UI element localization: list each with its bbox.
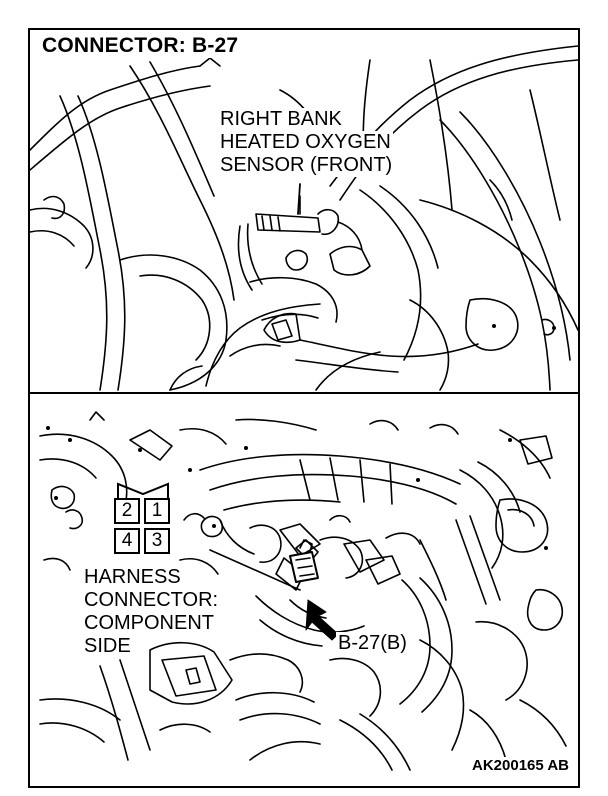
sensor-label-line-3: SENSOR (FRONT)	[218, 154, 395, 177]
connector-title: CONNECTOR: B-27	[38, 34, 243, 58]
harness-leader-line	[209, 549, 301, 591]
harness-label-line-4: SIDE	[82, 635, 133, 658]
callout-arrow	[305, 599, 339, 641]
sensor-label-line-1: RIGHT BANK	[218, 108, 344, 131]
figure-frame	[28, 28, 580, 788]
bolt-dots	[46, 324, 556, 550]
connector-key-icon	[117, 482, 169, 500]
pin-1: 1	[144, 498, 170, 524]
connector-b27-shape	[289, 539, 319, 583]
harness-label-line-1: HARNESS	[82, 566, 183, 589]
connector-pin-diagram: 2 1 4 3	[110, 482, 176, 562]
pin-2: 2	[114, 498, 140, 524]
connector-callout-label: B-27(B)	[336, 632, 409, 655]
harness-label-line-2: CONNECTOR:	[82, 589, 221, 612]
sensor-label-line-2: HEATED OXYGEN	[218, 131, 393, 154]
pin-3: 3	[144, 528, 170, 554]
figure-code: AK200165 AB	[469, 757, 572, 774]
panel-divider	[28, 392, 580, 394]
harness-label-line-3: COMPONENT	[82, 612, 216, 635]
pin-4: 4	[114, 528, 140, 554]
sensor-leader-line	[297, 183, 301, 215]
bottom-panel-linework	[39, 411, 567, 771]
